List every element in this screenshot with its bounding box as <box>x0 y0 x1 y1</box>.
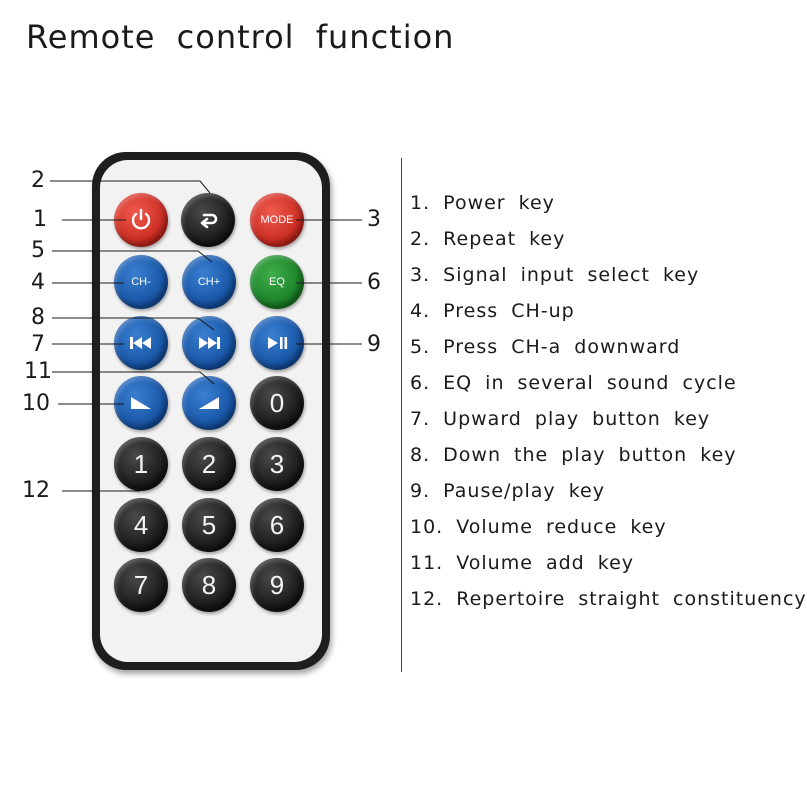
digit-9-button[interactable]: 9 <box>250 558 304 612</box>
legend-item: 11. Volume add key <box>410 552 635 574</box>
previous-icon <box>128 335 154 351</box>
digit-9-label: 9 <box>269 569 285 600</box>
digit-3-button[interactable]: 3 <box>250 437 304 491</box>
mode-label: MODE <box>260 214 294 226</box>
volume-down-button[interactable] <box>114 376 168 430</box>
legend-item: 2. Repeat key <box>410 228 566 250</box>
digit-6-button[interactable]: 6 <box>250 498 304 552</box>
digit-8-label: 8 <box>201 569 217 600</box>
legend-item: 5. Press CH-a downward <box>410 336 681 358</box>
digit-2-button[interactable]: 2 <box>182 437 236 491</box>
callout-6: 6 <box>367 270 381 295</box>
digit-3-label: 3 <box>269 448 285 479</box>
next-icon <box>196 335 222 351</box>
legend-item: 7. Upward play button key <box>410 408 711 430</box>
digit-5-label: 5 <box>201 509 217 540</box>
power-icon <box>128 207 154 233</box>
digit-5-button[interactable]: 5 <box>182 498 236 552</box>
legend-item: 3. Signal input select key <box>410 264 700 286</box>
play-pause-button[interactable] <box>250 316 304 370</box>
volume-up-button[interactable] <box>182 376 236 430</box>
callout-11: 11 <box>24 359 52 384</box>
callout-1: 1 <box>33 207 47 232</box>
repeat-button[interactable] <box>181 193 235 247</box>
legend-item: 12. Repertoire straight constituency <box>410 588 807 610</box>
digit-7-label: 7 <box>133 569 149 600</box>
digit-1-button[interactable]: 1 <box>114 437 168 491</box>
page-title: Remote control function <box>26 18 455 56</box>
digit-1-label: 1 <box>133 448 149 479</box>
function-legend: 1. Power key 2. Repeat key 3. Signal inp… <box>410 188 807 620</box>
callout-7: 7 <box>31 332 45 357</box>
digit-0-button[interactable]: 0 <box>250 376 304 430</box>
divider-line <box>401 158 402 672</box>
mode-button[interactable]: MODE <box>250 193 304 247</box>
next-button[interactable] <box>182 316 236 370</box>
callout-9: 9 <box>367 332 381 357</box>
legend-item: 8. Down the play button key <box>410 444 737 466</box>
digit-0-label: 0 <box>269 387 285 418</box>
digit-4-label: 4 <box>133 509 149 540</box>
callout-3: 3 <box>367 207 381 232</box>
repeat-icon <box>195 207 221 233</box>
digit-4-button[interactable]: 4 <box>114 498 168 552</box>
callout-4: 4 <box>31 270 45 295</box>
digit-8-button[interactable]: 8 <box>182 558 236 612</box>
ch-minus-label: CH- <box>131 276 151 288</box>
eq-label: EQ <box>269 276 285 288</box>
legend-item: 1. Power key <box>410 192 555 214</box>
eq-button[interactable]: EQ <box>250 255 304 309</box>
play-pause-icon <box>265 335 289 351</box>
digit-7-button[interactable]: 7 <box>114 558 168 612</box>
digit-2-label: 2 <box>201 448 217 479</box>
digit-6-label: 6 <box>269 509 285 540</box>
legend-item: 9. Pause/play key <box>410 480 605 502</box>
callout-10: 10 <box>22 391 50 416</box>
volume-up-icon <box>196 394 222 412</box>
legend-item: 6. EQ in several sound cycle <box>410 372 737 394</box>
volume-down-icon <box>128 394 154 412</box>
callout-2: 2 <box>31 168 45 193</box>
callout-8: 8 <box>31 305 45 330</box>
callout-12: 12 <box>22 478 50 503</box>
ch-minus-button[interactable]: CH- <box>114 255 168 309</box>
callout-5: 5 <box>31 238 45 263</box>
legend-item: 10. Volume reduce key <box>410 516 667 538</box>
ch-plus-label: CH+ <box>197 276 221 288</box>
previous-button[interactable] <box>114 316 168 370</box>
legend-item: 4. Press CH-up <box>410 300 575 322</box>
power-button[interactable] <box>114 193 168 247</box>
ch-plus-button[interactable]: CH+ <box>182 255 236 309</box>
